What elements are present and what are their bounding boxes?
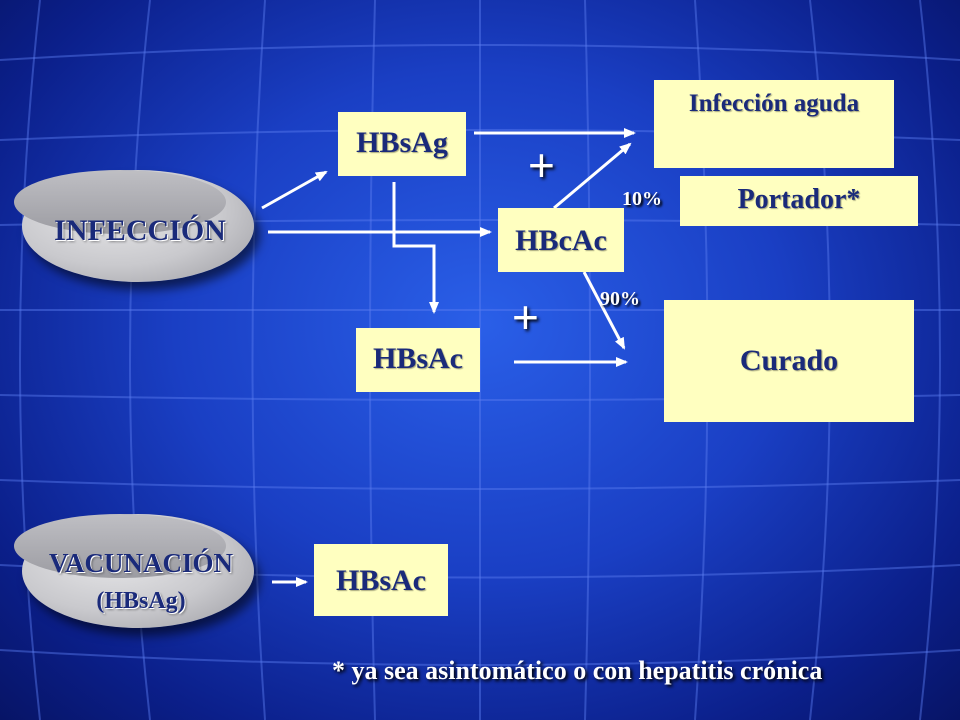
vacunacion-sublabel: (HBsAg) bbox=[96, 588, 186, 614]
box-curado-label: Curado bbox=[739, 344, 839, 377]
box-hbcac: HBcAc bbox=[498, 208, 624, 272]
vacunacion-pill-top bbox=[14, 514, 226, 578]
box-vacunacion-hbsac-label: HBsAc bbox=[336, 564, 426, 597]
infeccion-pill-top bbox=[14, 170, 226, 234]
box-portador-label: Portador* bbox=[737, 184, 861, 215]
box-hbcac-label: HBcAc bbox=[515, 224, 607, 257]
footnote: * ya sea asintomático o con hepatitis cr… bbox=[332, 656, 823, 685]
box-vacunacion-hbsac: HBsAc bbox=[314, 544, 448, 616]
box-infeccion-aguda-label: Infección aguda bbox=[688, 90, 860, 117]
box-portador: Portador* bbox=[680, 176, 918, 226]
arrow-hbcac-to-curado bbox=[582, 271, 626, 350]
vacunacion-label: VACUNACIÓN bbox=[48, 548, 234, 578]
percent-90: 90% bbox=[600, 288, 640, 310]
box-hbsag: HBsAg bbox=[338, 112, 466, 176]
arrow-hbcac-to-infeccion-aguda bbox=[553, 142, 632, 210]
arrow-hbsag-to-hbsac bbox=[392, 182, 439, 314]
arrow-infeccion-to-hbsag bbox=[261, 170, 328, 210]
percent-10: 10% bbox=[622, 188, 662, 210]
box-hbsac-label: HBsAc bbox=[373, 342, 463, 375]
plus-sign-top: + bbox=[528, 139, 555, 191]
box-infeccion-aguda: Infección aguda bbox=[654, 80, 894, 168]
box-hbsag-label: HBsAg bbox=[356, 126, 448, 159]
infeccion-label: INFECCIÓN bbox=[54, 214, 226, 247]
box-curado: Curado bbox=[664, 300, 914, 422]
plus-sign-bottom: + bbox=[512, 291, 539, 343]
box-hbsac: HBsAc bbox=[356, 328, 480, 392]
